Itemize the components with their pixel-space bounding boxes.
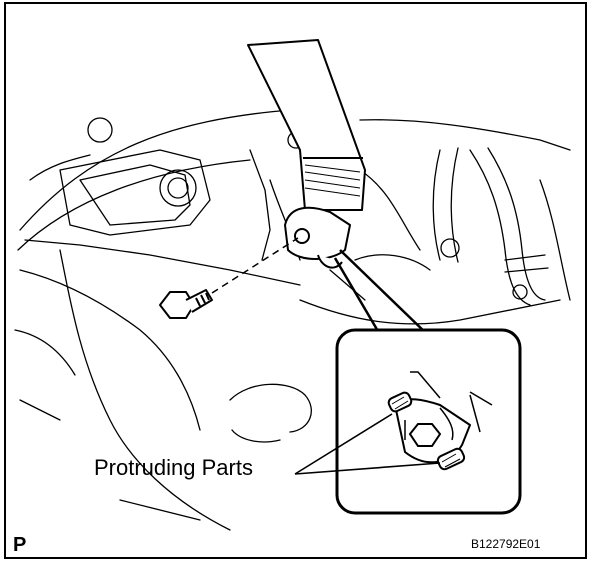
detail-leader-lines — [333, 249, 429, 339]
bolt — [159, 289, 213, 319]
bolt-alignment-line — [211, 237, 299, 294]
figure-id: B122792E01 — [471, 537, 541, 551]
protruding-part — [436, 447, 466, 471]
protruding-part — [387, 391, 413, 413]
callout-leader-lines — [294, 413, 441, 475]
seat-belt-webbing — [247, 39, 366, 211]
vehicle-body-lines — [14, 109, 571, 531]
seat-belt-anchor — [284, 206, 351, 269]
detail-magnifier-inset — [335, 328, 522, 515]
callout-label: Protruding Parts — [94, 455, 253, 480]
nut — [408, 423, 442, 447]
corner-marker: P — [13, 534, 27, 556]
